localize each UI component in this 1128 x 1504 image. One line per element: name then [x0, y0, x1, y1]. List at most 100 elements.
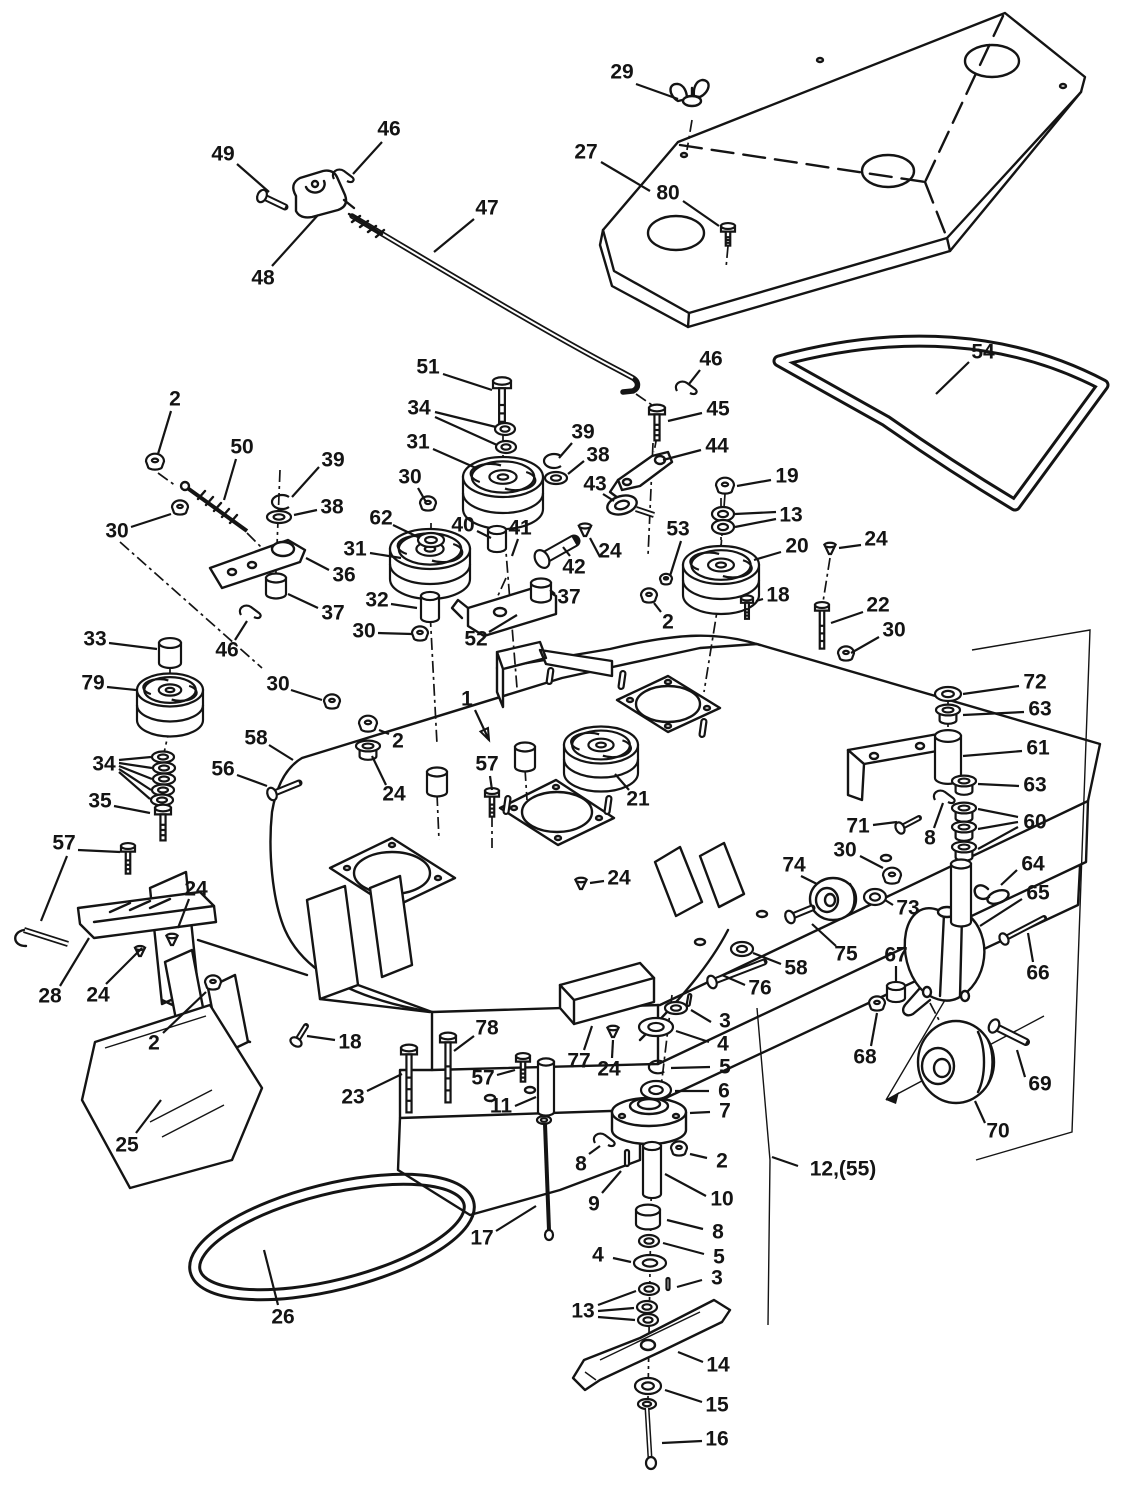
callout-5b: 5 — [662, 1241, 725, 1269]
leader-line — [262, 1249, 280, 1306]
hardware-bolt-56 — [266, 779, 303, 802]
leader-line — [721, 973, 746, 987]
leader-line — [118, 771, 151, 800]
hardware-pulley-31a — [461, 455, 545, 531]
callout-57a: 57 — [39, 832, 121, 922]
hardware-bolt-22 — [813, 600, 831, 650]
leader-line — [59, 937, 90, 987]
hardware-nut-30 — [410, 625, 430, 642]
hardware-spacer-61 — [933, 729, 963, 785]
hardware-washer-13 — [636, 1312, 660, 1328]
part-number-label: 1 — [461, 688, 473, 711]
hardware-pulley-79 — [135, 672, 205, 738]
callout-1: 1 — [461, 688, 491, 743]
callout-24f: 24 — [597, 1039, 621, 1081]
part-number-label: 34 — [92, 753, 116, 776]
callout-68: 68 — [853, 1012, 879, 1069]
part-number-label: 8 — [924, 827, 936, 850]
leader-line — [106, 685, 137, 692]
hardware-bushing-63 — [950, 774, 978, 796]
hardware-bushing-24 — [354, 739, 382, 761]
leader-line — [962, 749, 1023, 758]
callout-3a: 3 — [690, 1009, 731, 1033]
leader-line — [682, 200, 720, 227]
hardware-deck-pin — [603, 794, 613, 816]
part-number-label: 28 — [38, 985, 62, 1008]
part-number-label: 58 — [784, 957, 808, 980]
callout-27: 27 — [574, 141, 651, 192]
callout-39b: 39 — [558, 421, 595, 459]
leader-line — [434, 415, 498, 447]
callout-64: 64 — [1000, 853, 1045, 886]
callout-8c: 8 — [666, 1218, 724, 1244]
leader-line — [366, 1073, 403, 1092]
part-number-label: 70 — [986, 1120, 1009, 1143]
part-number-label: 67 — [884, 944, 907, 967]
leader-line — [734, 517, 777, 529]
hardware-clip-46 — [238, 604, 262, 620]
leader-line — [271, 214, 319, 267]
callout-30f: 30 — [352, 620, 413, 643]
callout-29: 29 — [610, 61, 679, 101]
belt-upper — [772, 334, 1110, 512]
callout-63b: 63 — [977, 774, 1047, 797]
leader-line — [118, 761, 153, 770]
callout-70: 70 — [973, 1100, 1010, 1143]
part-number-label: 18 — [766, 584, 790, 607]
part-number-label: 2 — [392, 730, 404, 753]
part-number-label: 22 — [866, 594, 889, 617]
hardware-cap-62 — [416, 531, 446, 549]
callout-60: 60 — [977, 807, 1047, 850]
blade-14 — [571, 1298, 732, 1392]
part-number-label: 49 — [211, 143, 234, 166]
callout-37b: 37 — [549, 586, 581, 609]
callout-42: 42 — [562, 546, 586, 579]
hardware-bolt-57 — [514, 1051, 532, 1083]
callout-69: 69 — [1015, 1049, 1052, 1096]
hardware-deck-pin — [617, 669, 627, 691]
callout-75: 75 — [811, 923, 858, 966]
hardware-bolt-76 — [706, 958, 768, 990]
hardware-washer-38 — [265, 509, 293, 525]
leader-line — [752, 951, 782, 966]
part-number-label: 66 — [1026, 962, 1049, 985]
callout-46c: 46 — [215, 620, 248, 662]
leader-line — [736, 478, 772, 488]
hardware-snapring-39 — [270, 493, 290, 511]
part-number-label: 13 — [779, 504, 802, 527]
leader-line — [488, 614, 518, 633]
callout-24e: 24 — [589, 867, 631, 890]
hardware-spacer-40 — [486, 524, 508, 554]
part-number-label: 3 — [719, 1010, 731, 1033]
part-number-label: 14 — [706, 1354, 730, 1377]
hardware-washer-58 — [729, 940, 755, 958]
hardware-pin-49 — [256, 188, 289, 211]
part-number-label: 77 — [567, 1050, 590, 1073]
callout-4b: 4 — [592, 1244, 632, 1267]
part-number-label: 12,(55) — [810, 1158, 877, 1181]
hardware-clip-46 — [331, 168, 355, 184]
part-number-label: 30 — [398, 466, 421, 489]
leader-line — [510, 538, 520, 557]
hardware-bolt-45 — [647, 403, 667, 442]
part-number-label: 76 — [748, 977, 771, 1000]
leader-line — [1015, 1049, 1027, 1078]
part-number-label: 43 — [583, 473, 606, 496]
callout-35: 35 — [88, 790, 151, 815]
leader-line — [962, 710, 1025, 717]
hardware-deck-boss — [513, 741, 537, 773]
callout-9: 9 — [588, 1170, 622, 1216]
callout-24c: 24 — [86, 947, 143, 1007]
hardware-washer-5 — [637, 1233, 661, 1249]
part-number-label: 79 — [81, 672, 104, 695]
part-number-label: 25 — [115, 1134, 139, 1157]
callout-40: 40 — [451, 514, 492, 539]
callout-30a: 30 — [105, 512, 172, 543]
hardware-washer-13 — [637, 1281, 661, 1297]
callout-2b: 2 — [148, 991, 207, 1055]
hardware-bolt-80 — [719, 221, 737, 247]
hardware-bushing-37 — [264, 572, 288, 600]
leader-line — [118, 764, 153, 781]
part-number-label: 6 — [718, 1080, 730, 1103]
